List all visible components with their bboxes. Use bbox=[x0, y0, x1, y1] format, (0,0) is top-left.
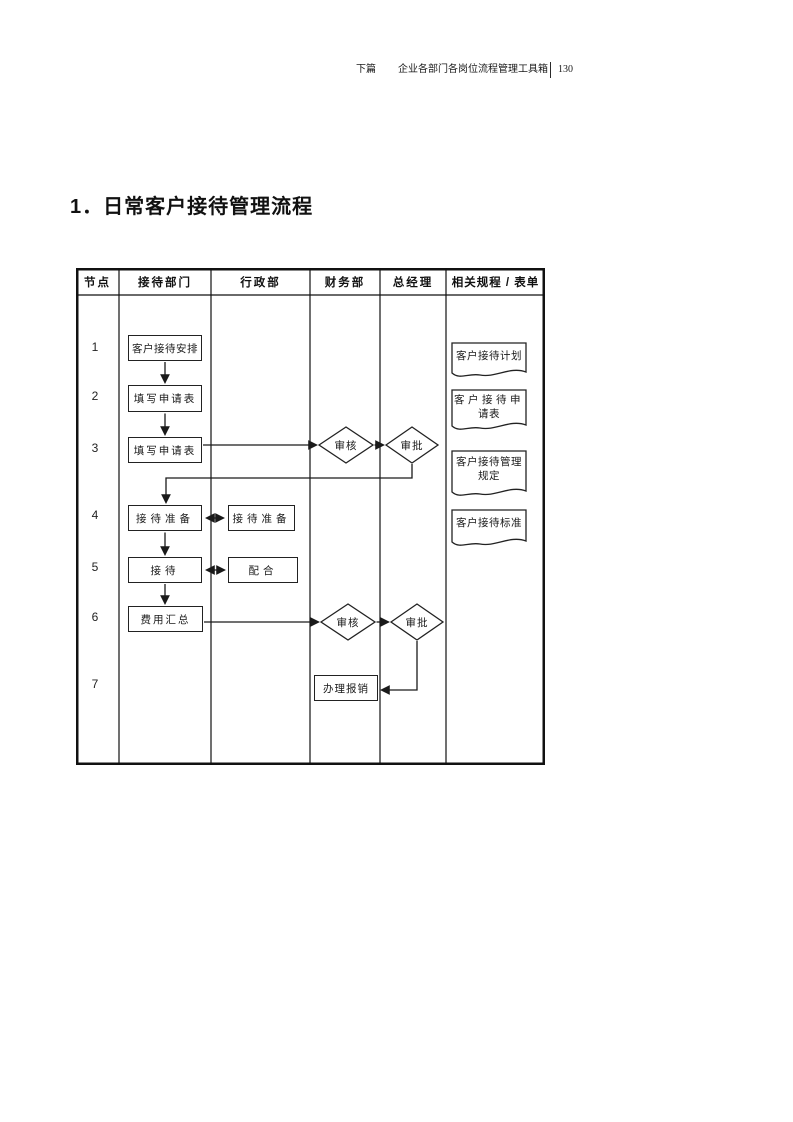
process-box-fill-application-2: 填写申请表 bbox=[128, 437, 202, 463]
document-label-regulation-line2: 规定 bbox=[478, 471, 500, 482]
decision-shape-review-2 bbox=[319, 603, 377, 641]
document-label-application: 客户接待申 请表 bbox=[452, 394, 526, 422]
arrow-approve1-to-box4 bbox=[161, 464, 413, 504]
document-label-standard: 客户接待标准 bbox=[456, 518, 522, 529]
process-box-reception: 接待 bbox=[128, 557, 202, 583]
process-box-admin-prepare: 接待准备 bbox=[228, 505, 295, 531]
node-number-4: 4 bbox=[91, 508, 99, 522]
decision-label-approve-1: 审批 bbox=[400, 441, 424, 452]
flowchart-table: 节点 接待部门 行政部 财务部 总经理 相关规程 / 表单 1 2 3 4 5 … bbox=[76, 268, 545, 765]
decision-shape-review-1 bbox=[317, 426, 375, 464]
column-header-gm: 总经理 bbox=[392, 276, 434, 289]
decision-label-approve-2: 审批 bbox=[405, 618, 429, 629]
node-number-1: 1 bbox=[91, 340, 99, 354]
column-header-admin: 行政部 bbox=[240, 276, 281, 289]
document-label-application-line2: 请表 bbox=[478, 409, 500, 420]
decision-shape-approve-2 bbox=[389, 603, 445, 641]
process-box-reception-arrangement: 客户接待安排 bbox=[128, 335, 202, 361]
node-number-2: 2 bbox=[91, 389, 99, 403]
node-number-7: 7 bbox=[91, 677, 99, 691]
column-header-finance: 财务部 bbox=[324, 276, 366, 289]
document-shape-standard bbox=[451, 509, 527, 546]
document-label-application-line1: 客户接待申 bbox=[454, 395, 524, 406]
flowchart-grid-and-connectors bbox=[76, 268, 545, 765]
process-box-expense-summary: 费用汇总 bbox=[128, 606, 203, 632]
running-header-page-number: 130 bbox=[550, 62, 573, 78]
decision-label-review-1: 审核 bbox=[334, 441, 358, 452]
column-header-reception: 接待部门 bbox=[138, 276, 192, 289]
section-title: 1．日常客户接待管理流程 bbox=[70, 196, 314, 218]
node-number-5: 5 bbox=[91, 560, 99, 574]
running-header-book-title: 企业各部门各岗位流程管理工具箱 bbox=[398, 64, 548, 75]
document-label-plan: 客户接待计划 bbox=[456, 351, 522, 362]
process-box-reception-prepare: 接待准备 bbox=[128, 505, 202, 531]
decision-shape-approve-1 bbox=[384, 426, 440, 464]
arrow-approve2-to-box7 bbox=[380, 641, 418, 695]
node-number-6: 6 bbox=[91, 610, 99, 624]
document-shape-application bbox=[451, 389, 527, 430]
node-number-3: 3 bbox=[91, 441, 99, 455]
column-header-procedures: 相关规程 / 表单 bbox=[451, 276, 540, 289]
decision-label-review-2: 审核 bbox=[336, 618, 360, 629]
process-box-cooperate: 配合 bbox=[228, 557, 298, 583]
document-label-regulation: 客户接待管理 规定 bbox=[452, 456, 526, 484]
document-shape-plan bbox=[451, 342, 527, 377]
document-label-regulation-line1: 客户接待管理 bbox=[456, 457, 522, 468]
running-header: 下篇 企业各部门各岗位流程管理工具箱 130 bbox=[356, 62, 573, 78]
process-box-reimbursement: 办理报销 bbox=[314, 675, 378, 701]
column-header-node: 节点 bbox=[84, 276, 111, 289]
running-header-part: 下篇 bbox=[356, 64, 376, 75]
document-shape-regulation bbox=[451, 450, 527, 496]
process-box-fill-application-1: 填写申请表 bbox=[128, 385, 202, 412]
